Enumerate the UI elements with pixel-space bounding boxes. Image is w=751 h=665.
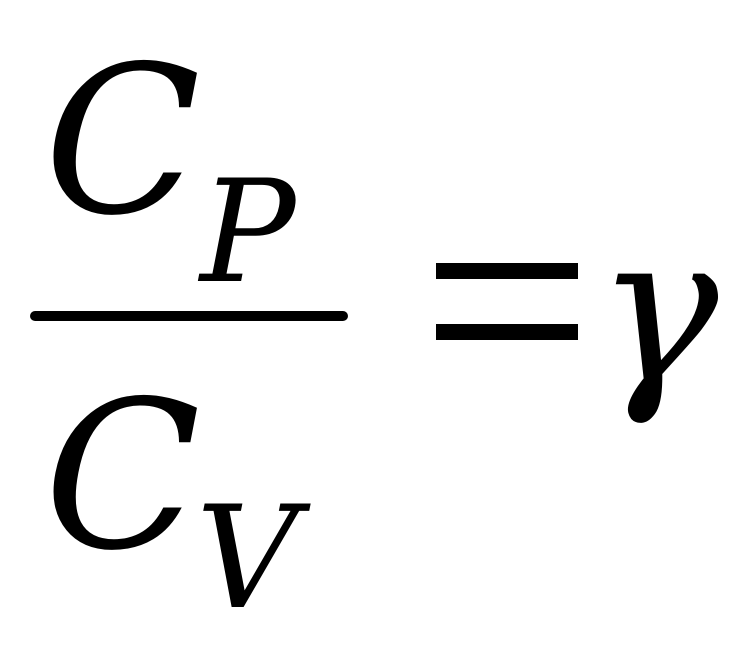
denominator-symbol: C — [44, 358, 201, 596]
equals-bottom-bar — [436, 324, 578, 340]
gamma-symbol: γ — [596, 191, 719, 429]
denominator-subscript: V — [196, 476, 299, 641]
numerator-symbol: C — [44, 23, 201, 261]
numerator-subscript: P — [200, 150, 296, 315]
equals-top-bar — [436, 263, 578, 279]
fraction-bar — [30, 311, 348, 321]
